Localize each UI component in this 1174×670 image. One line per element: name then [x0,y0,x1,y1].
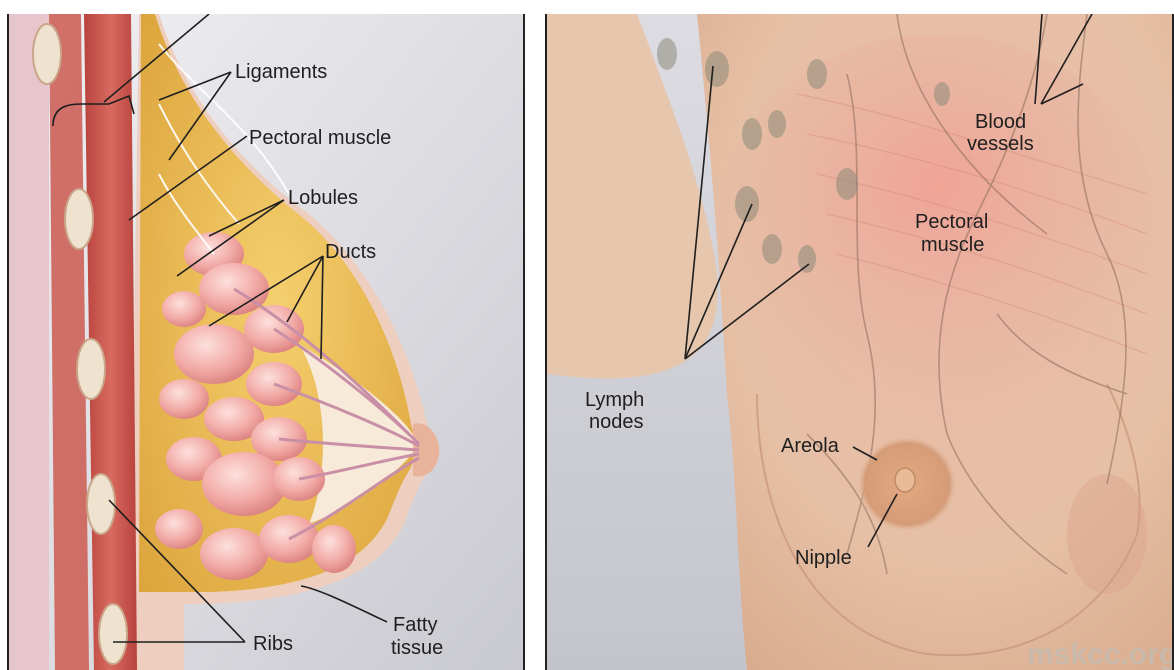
label-areola: Areola [781,435,840,457]
frontal-view-panel: Blood vessels Pectoral muscle Lymph node… [545,14,1174,670]
label-ribs: Ribs [253,633,293,655]
label-blood-vessels-1: Blood [975,111,1026,133]
label-pectoral-muscle: Pectoral muscle [249,127,391,149]
nipple-shape [895,468,915,492]
cross-section-illustration: Ligaments Pectoral muscle Lobules Ducts … [9,14,523,670]
label-pectoral-muscle-2: muscle [921,234,984,256]
label-lymph-nodes-2: nodes [589,411,644,433]
frontal-illustration: Blood vessels Pectoral muscle Lymph node… [547,14,1174,670]
label-blood-vessels-2: vessels [967,133,1034,155]
label-nipple: Nipple [795,547,852,569]
cross-section-panel: Ligaments Pectoral muscle Lobules Ducts … [7,14,525,670]
body-wall [9,14,49,670]
label-lymph-nodes-1: Lymph [585,389,644,411]
label-fatty-tissue-1: Fatty [393,614,437,636]
breast-shadow [1067,474,1147,594]
label-lobules: Lobules [288,187,358,209]
label-fatty-tissue-2: tissue [391,637,443,659]
label-pectoral-muscle-1: Pectoral [915,211,988,233]
label-ducts: Ducts [325,241,376,263]
watermark: mskcc.org [1027,638,1174,670]
label-ligaments: Ligaments [235,61,327,83]
